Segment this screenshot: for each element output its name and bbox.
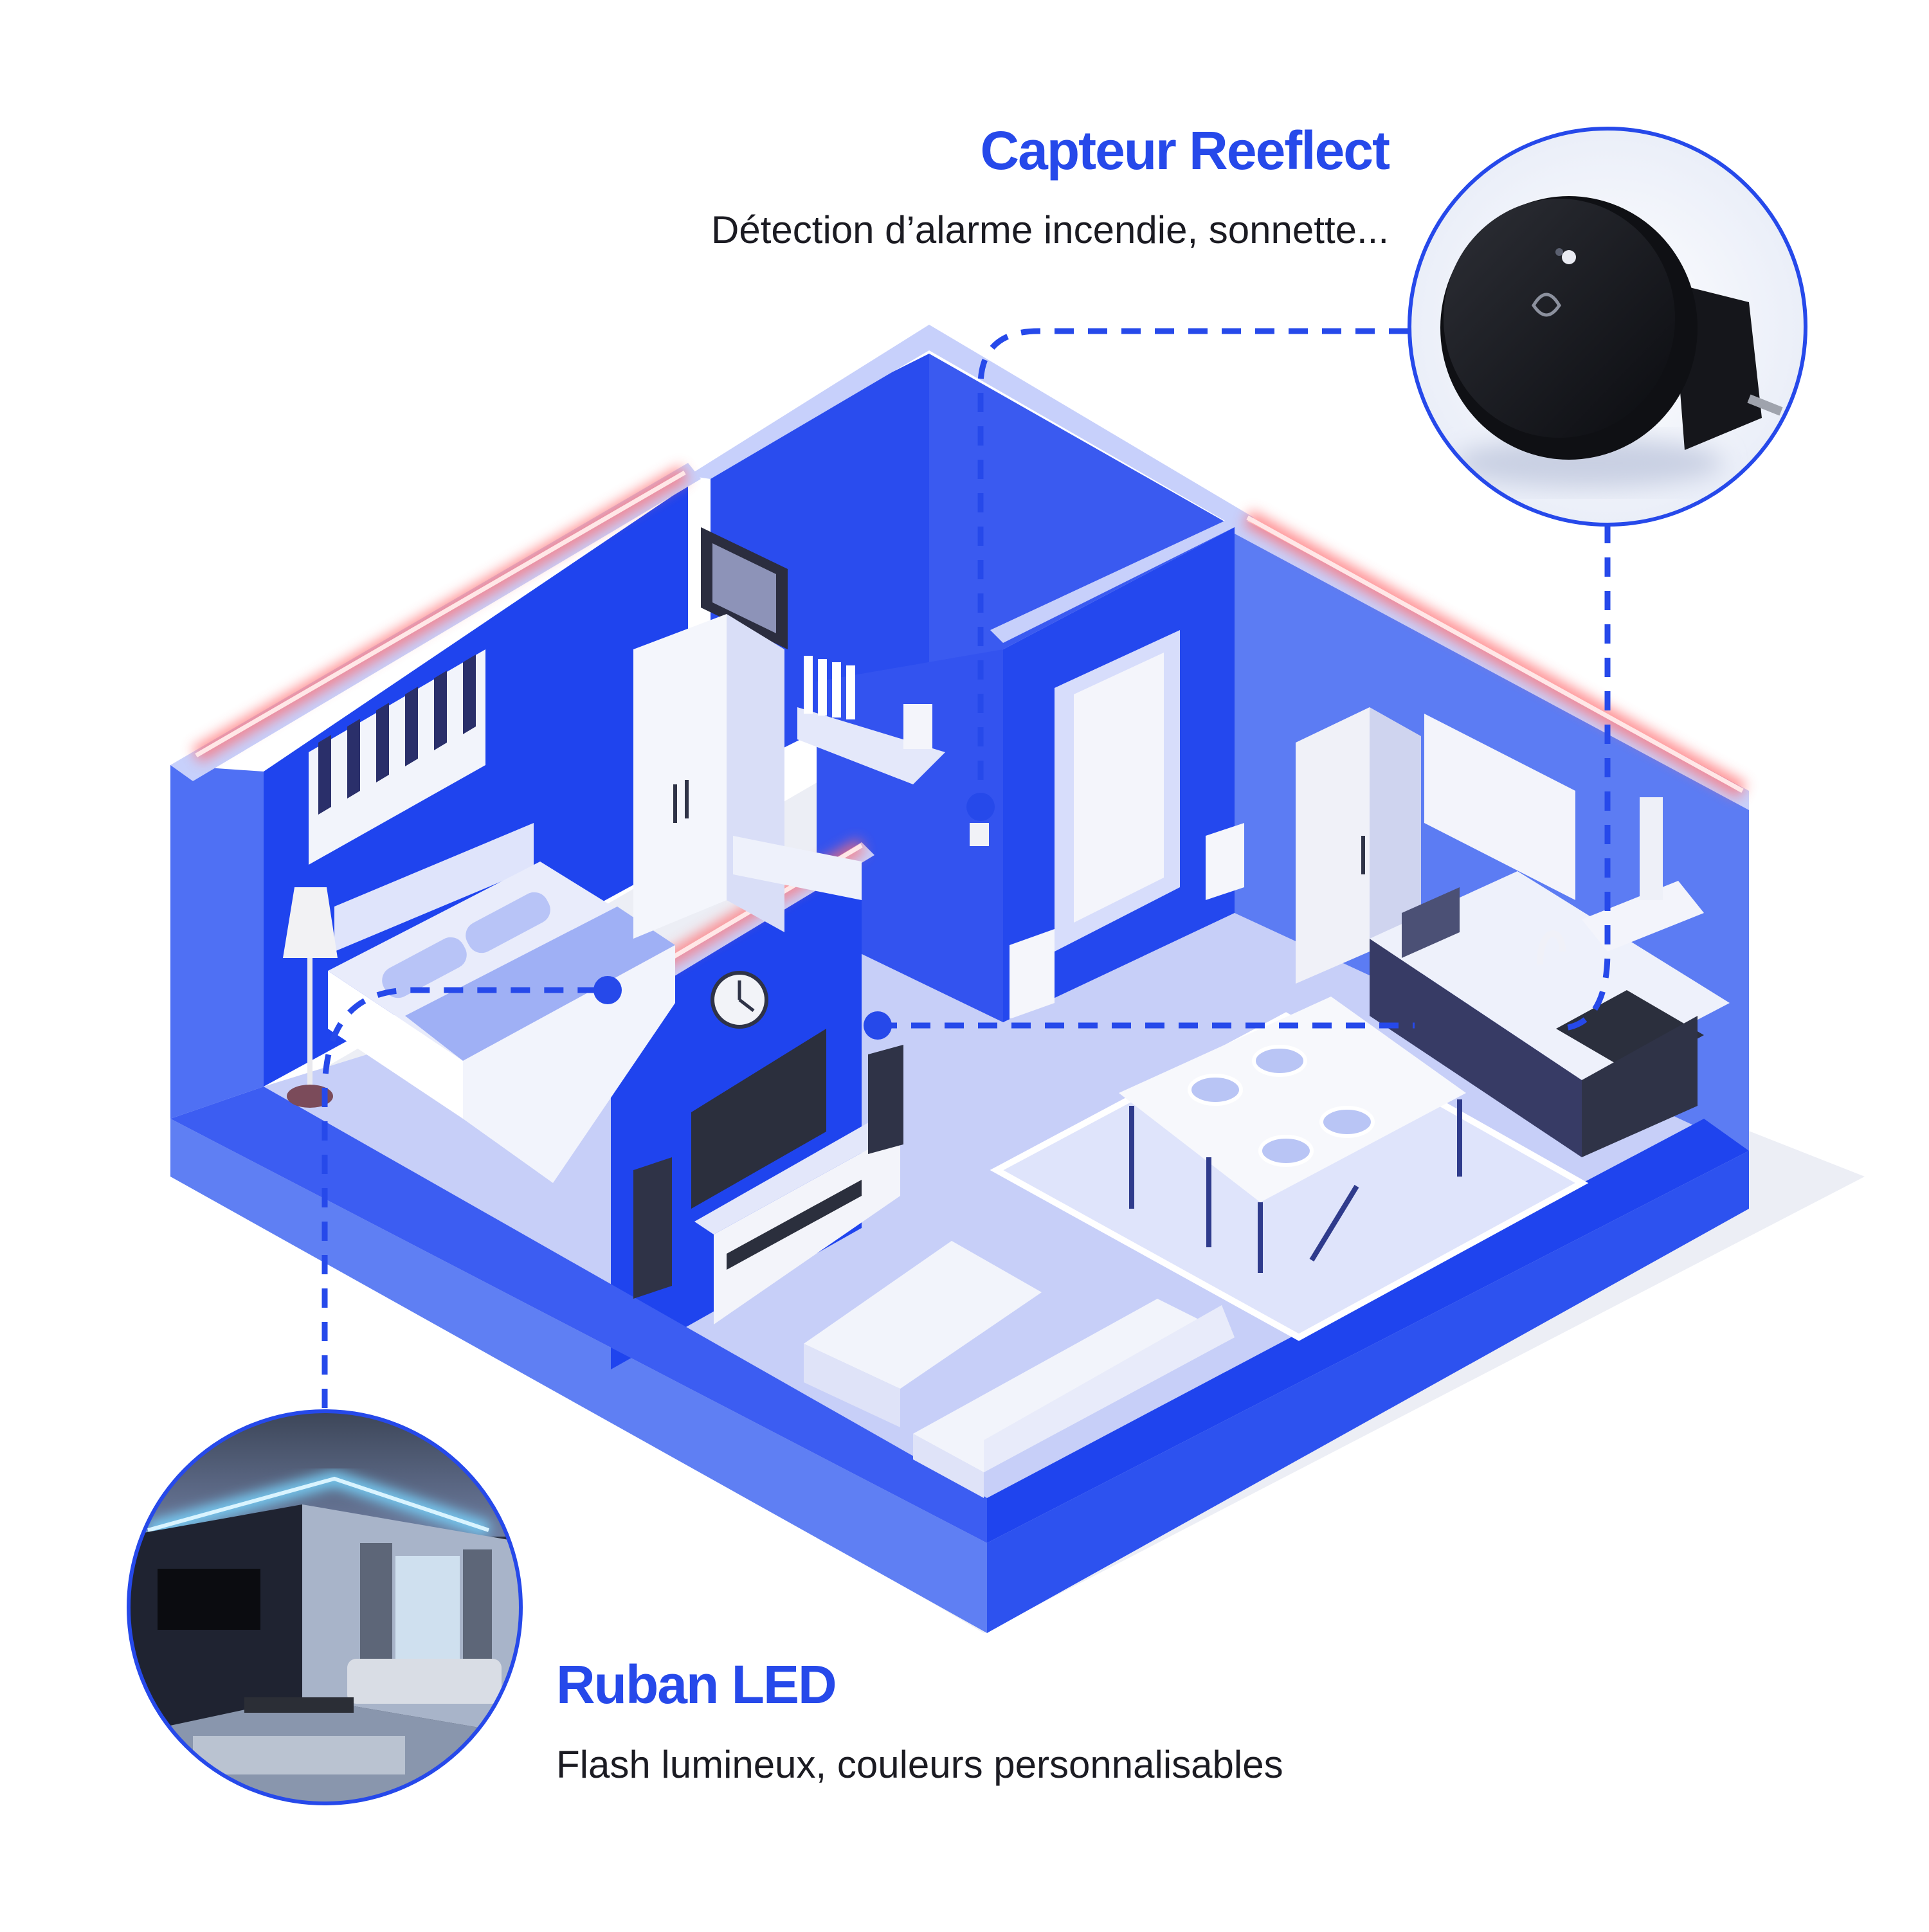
bed-side	[463, 945, 675, 1183]
speaker-tower	[868, 1045, 903, 1154]
wardrobe-front	[633, 614, 727, 939]
hood-chimney	[1640, 797, 1663, 900]
led-lit-living-room-photo	[127, 1409, 523, 1805]
reeflect-logo-icon	[1532, 293, 1561, 317]
wardrobe-side	[727, 614, 784, 932]
bed-blanket	[405, 907, 675, 1061]
sofa-front	[913, 1434, 984, 1498]
connector-dot	[966, 793, 995, 821]
closet-top-rim	[688, 325, 1254, 643]
table-legs	[1129, 1099, 1462, 1273]
sensor-plug-pin	[1747, 394, 1783, 416]
desk	[733, 836, 862, 900]
photo-ceiling-led-core	[147, 1476, 489, 1532]
tv-stand	[714, 1132, 900, 1324]
range-hood	[1582, 881, 1704, 952]
fridge-side	[1370, 707, 1421, 977]
shelf	[797, 707, 945, 784]
speaker-tower	[633, 1157, 672, 1299]
photo-rug	[193, 1736, 405, 1774]
counter-cabinets	[1370, 939, 1582, 1157]
sensor-led-dim	[1555, 248, 1563, 256]
hall-box	[1206, 823, 1244, 900]
connector-sensor-to-kitchen	[1555, 524, 1611, 1032]
base-left-face	[170, 1119, 987, 1633]
dining-table	[1119, 997, 1466, 1202]
photo-window	[395, 1556, 460, 1678]
photo-sofa	[347, 1659, 502, 1704]
fridge-front	[1296, 707, 1370, 984]
wall-plug-device	[970, 823, 989, 846]
hall-devices	[970, 823, 1244, 1019]
led-strip	[195, 470, 686, 758]
shelf-speaker	[903, 704, 932, 749]
led-callout-description: Flash lumineux, couleurs personnalisable…	[556, 1743, 1283, 1786]
oven	[1582, 1016, 1698, 1157]
front-left-wall	[170, 1087, 987, 1543]
connector-dot	[864, 1011, 892, 1040]
door	[1074, 653, 1164, 923]
plate	[1188, 1074, 1243, 1106]
plug-in-sensor-photo	[1408, 127, 1807, 527]
led-callout-title: Ruban LED	[556, 1654, 837, 1715]
photo-coffee-table	[244, 1697, 354, 1713]
pillow	[466, 892, 550, 953]
plate	[1252, 1045, 1307, 1077]
bedroom	[283, 527, 945, 1183]
pillow	[382, 937, 467, 998]
connector-sensor-to-hall	[977, 328, 1408, 807]
sensor-callout-title: Capteur Reeflect	[980, 120, 1390, 181]
kitchen	[1296, 707, 1730, 1157]
plate	[1319, 1106, 1375, 1138]
dining-area	[990, 997, 1589, 1341]
wall-cabinets	[1424, 714, 1575, 900]
hall-box	[1010, 929, 1055, 1019]
faucet	[1537, 930, 1566, 965]
lamp-base	[287, 1085, 333, 1108]
soundbar	[727, 1180, 862, 1270]
sensor-led	[1562, 250, 1576, 264]
connector-dots	[593, 793, 995, 1040]
bed-front	[328, 971, 463, 1119]
ottoman-side	[804, 1344, 900, 1427]
connectors	[322, 328, 1611, 1408]
left-outer-wall	[170, 765, 264, 1119]
bed-headboard	[334, 823, 534, 952]
clock-hand	[738, 998, 755, 1012]
lamp-shade	[283, 887, 338, 958]
tv-screen	[691, 1029, 826, 1209]
led-strip	[1246, 515, 1744, 793]
front-right-wall	[987, 1119, 1749, 1543]
sensor-callout-description: Détection d’alarme incendie, sonnette...	[711, 208, 1389, 251]
connector-dot	[593, 976, 622, 1004]
living-room	[633, 971, 1235, 1498]
sofa-back	[984, 1305, 1235, 1472]
closet-right-wall	[929, 354, 1235, 675]
shelf-books	[804, 656, 855, 719]
photo-tv	[158, 1569, 260, 1630]
sensor-body	[1444, 199, 1675, 438]
plate	[1258, 1135, 1314, 1167]
base-right-face	[987, 1151, 1749, 1633]
wall-picture-inner	[712, 543, 776, 633]
window-blinds	[318, 655, 476, 815]
tv-stand-top	[694, 1115, 900, 1234]
sofa	[913, 1299, 1235, 1472]
microwave	[1402, 887, 1460, 958]
ottoman	[804, 1241, 1042, 1389]
